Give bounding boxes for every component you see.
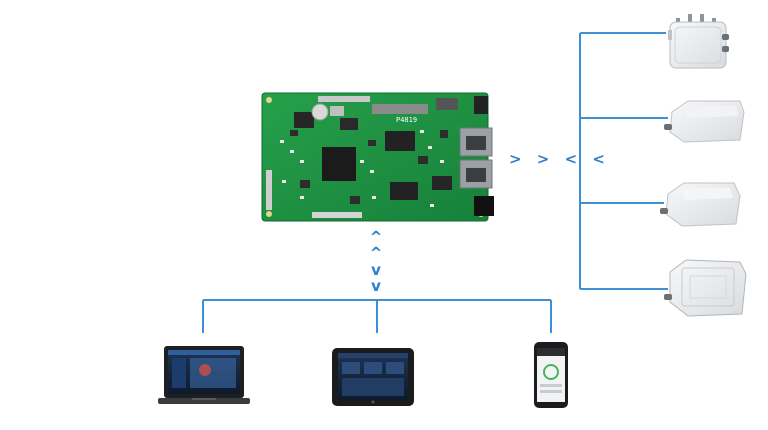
wall-ap-icon <box>660 182 741 227</box>
tablet-icon <box>332 348 414 406</box>
pcb-silkscreen: P4819 <box>396 116 417 124</box>
outdoor-ap-antenna-ports-icon <box>668 14 729 69</box>
vertical-arrow-1: ^ <box>369 228 383 246</box>
horizontal-arrows: > > < < <box>509 150 610 168</box>
vertical-arrow-3: v <box>371 261 381 279</box>
outdoor-enclosure-ap-icon <box>664 259 747 317</box>
ceiling-ap-icon <box>664 100 745 143</box>
vertical-arrow-2: ^ <box>369 244 383 262</box>
laptop-icon <box>158 346 250 404</box>
vertical-arrow-4: v <box>371 277 381 295</box>
smartphone-icon <box>534 342 568 408</box>
circuit-board-icon: P4819 <box>261 92 494 222</box>
connection-lines <box>202 32 668 333</box>
